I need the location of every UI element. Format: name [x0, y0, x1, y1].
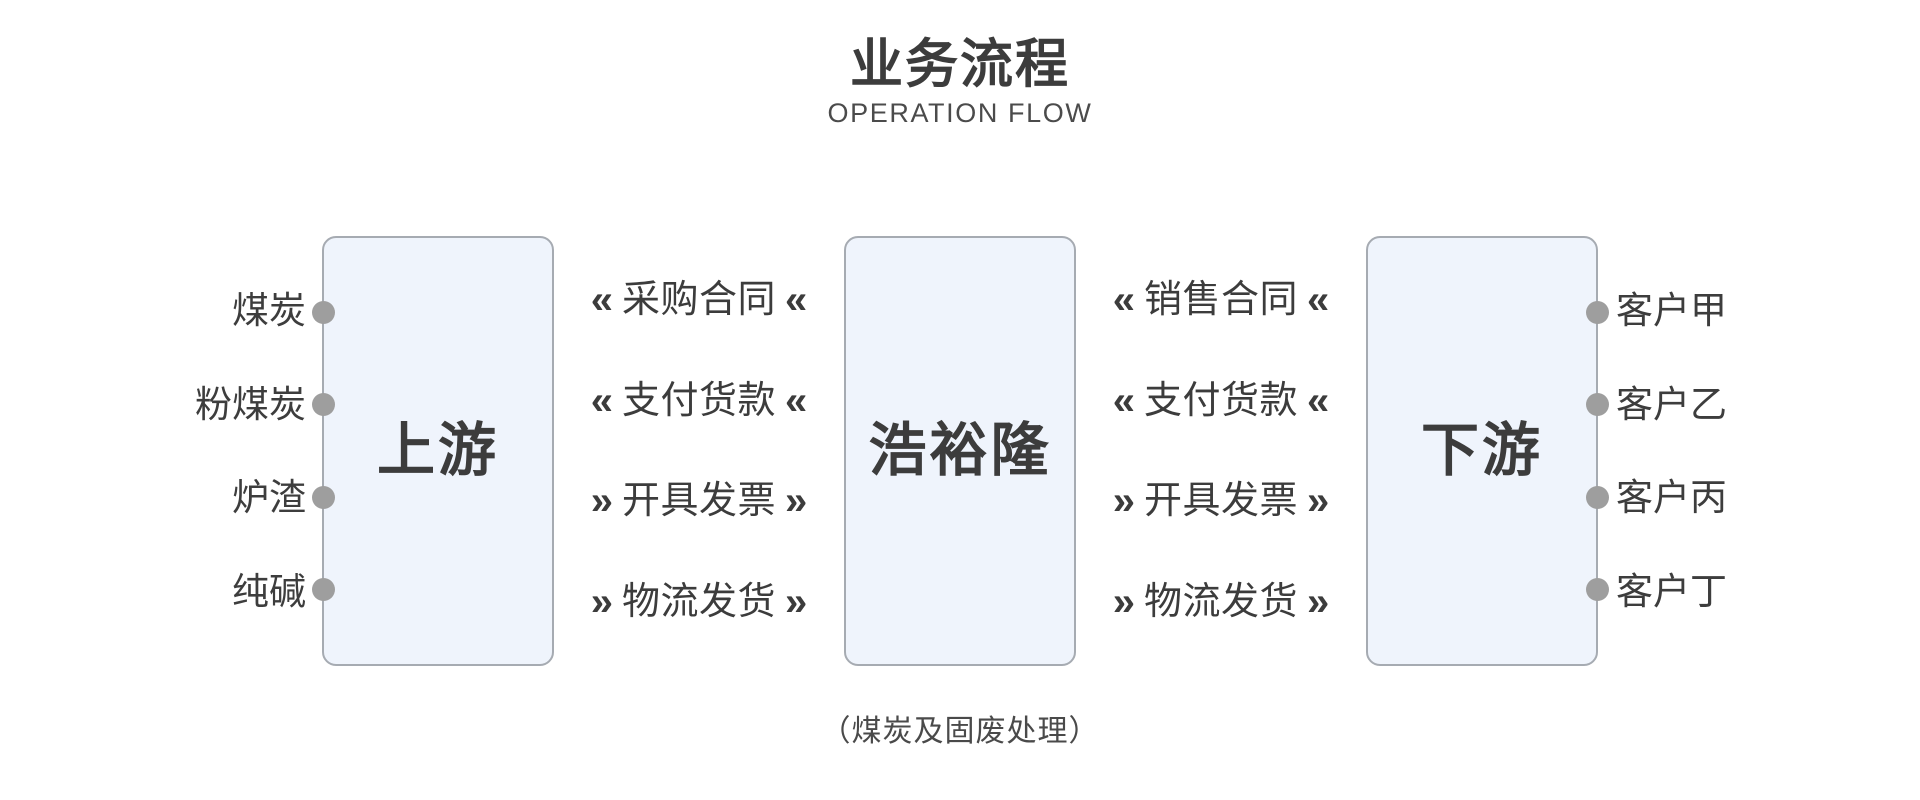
- chevron-left-icon: «: [1307, 278, 1330, 323]
- flow-column-upstream: « 采购合同 « « 支付货款 « » 开具发票 » » 物流发货 »: [554, 236, 844, 666]
- stage-label-downstream: 下游: [1420, 418, 1543, 483]
- chevron-right-icon: »: [590, 579, 613, 624]
- downstream-customer-item: 客户乙: [1616, 383, 1727, 425]
- chevron-right-icon: »: [1307, 479, 1330, 524]
- page-subtitle: OPERATION FLOW: [827, 98, 1093, 129]
- stage-box-upstream[interactable]: 上游: [311, 236, 554, 666]
- chevron-right-icon: »: [590, 479, 613, 524]
- chevron-right-icon: »: [785, 479, 808, 524]
- downstream-customer-list: 客户甲 客户乙 客户丙 客户丁: [1598, 236, 1848, 666]
- upstream-source-item: 炉渣: [232, 477, 306, 519]
- upstream-source-item: 煤炭: [232, 290, 306, 332]
- chevron-left-icon: «: [590, 378, 613, 423]
- chevron-right-icon: »: [1112, 479, 1135, 524]
- stage-label-upstream: 上游: [376, 418, 499, 483]
- flow-row: » 开具发票 »: [554, 481, 844, 521]
- operation-flow-diagram: 煤炭 粉煤炭 炉渣 纯碱 上游 « 采购合同 « « 支付货款 « » 开具发票…: [0, 236, 1920, 666]
- downstream-customer-item: 客户丁: [1616, 570, 1727, 612]
- upstream-source-list: 煤炭 粉煤炭 炉渣 纯碱: [72, 236, 322, 666]
- flow-label: 销售合同: [1143, 279, 1298, 322]
- flow-label: 开具发票: [1143, 480, 1298, 523]
- chevron-left-icon: «: [785, 378, 808, 423]
- chevron-left-icon: «: [1112, 378, 1135, 423]
- flow-label: 支付货款: [1143, 379, 1298, 422]
- flow-row: » 开具发票 »: [1076, 481, 1366, 521]
- downstream-customer-item: 客户甲: [1616, 290, 1727, 332]
- flow-label: 物流发货: [1143, 580, 1298, 623]
- chevron-right-icon: »: [1112, 579, 1135, 624]
- flow-label: 物流发货: [621, 580, 776, 623]
- chevron-left-icon: «: [1112, 278, 1135, 323]
- chevron-left-icon: «: [1307, 378, 1330, 423]
- flow-label: 支付货款: [621, 379, 776, 422]
- flow-label: 采购合同: [621, 279, 776, 322]
- chevron-right-icon: »: [785, 579, 808, 624]
- stage-label-company: 浩裕隆: [868, 418, 1052, 483]
- chevron-left-icon: «: [785, 278, 808, 323]
- flow-row: » 物流发货 »: [554, 582, 844, 622]
- flow-row: » 物流发货 »: [1076, 582, 1366, 622]
- flow-label: 开具发票: [621, 480, 776, 523]
- diagram-caption: （煤炭及固废处理）: [820, 715, 1100, 748]
- stage-box-company[interactable]: 浩裕隆: [844, 236, 1076, 666]
- flow-row: « 支付货款 «: [554, 381, 844, 421]
- stage-box-downstream[interactable]: 下游: [1366, 236, 1609, 666]
- page-header: 业务流程 OPERATION FLOW: [0, 36, 1920, 129]
- page-title: 业务流程: [850, 35, 1070, 94]
- flow-row: « 支付货款 «: [1076, 381, 1366, 421]
- flow-row: « 销售合同 «: [1076, 280, 1366, 320]
- upstream-source-item: 纯碱: [232, 570, 306, 612]
- upstream-source-item: 粉煤炭: [195, 383, 306, 425]
- downstream-customer-item: 客户丙: [1616, 477, 1727, 519]
- chevron-right-icon: »: [1307, 579, 1330, 624]
- chevron-left-icon: «: [590, 278, 613, 323]
- flow-row: « 采购合同 «: [554, 280, 844, 320]
- flow-column-downstream: « 销售合同 « « 支付货款 « » 开具发票 » » 物流发货 »: [1076, 236, 1366, 666]
